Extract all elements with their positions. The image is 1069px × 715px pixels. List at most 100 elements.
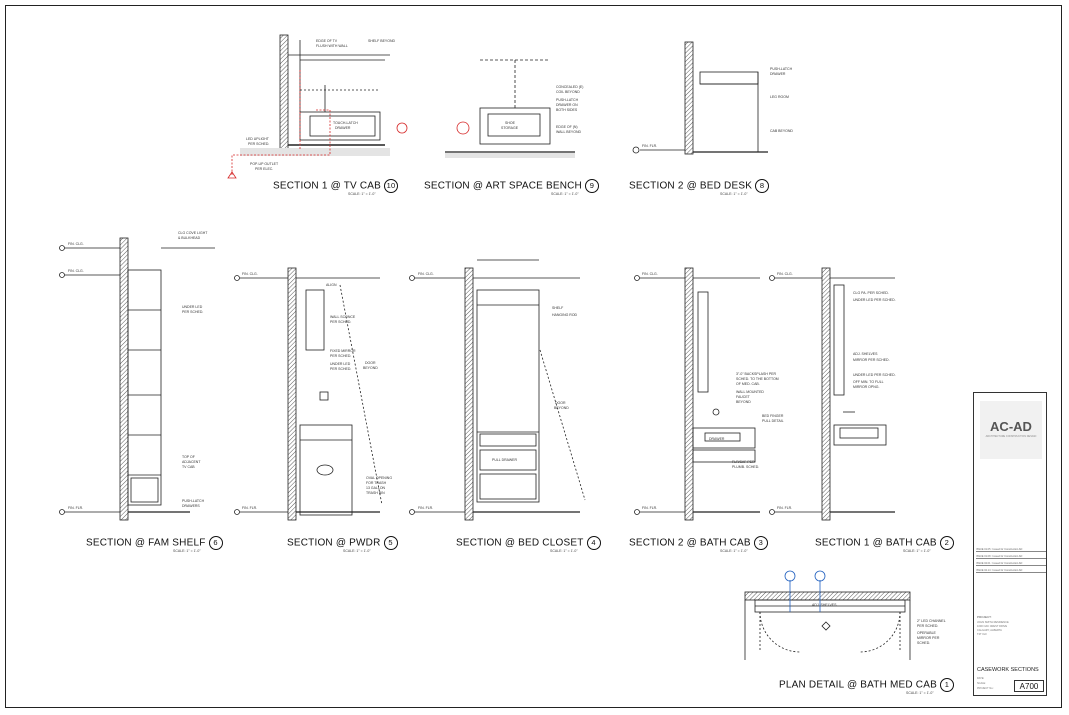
date-field: DATE:	[977, 677, 985, 680]
section-scale: SCALE: 1" = 1'-0"	[348, 192, 376, 196]
bath2-note-10: FLR/SAF PER	[732, 460, 755, 464]
bench-note-2: COIL BEYOND	[556, 90, 580, 94]
bath1-note-5: UNDER LED PER SCHED.	[853, 373, 896, 377]
bench-note-9: WALL BEYOND	[556, 130, 581, 134]
section-scale: SCALE: 1" = 1'-0"	[550, 549, 578, 553]
section-title-text: SECTION 2 @ BED DESK	[629, 180, 753, 192]
pwdr-note-5: PER SCHED.	[330, 354, 351, 358]
closet-note-5: PULL DRAWER	[492, 458, 517, 462]
desk-note-4: CAB BEYOND	[770, 129, 793, 133]
bath2-note-4: WALL MOUNTED	[736, 390, 764, 394]
fam-level-clg: FIN. CLG.	[68, 242, 84, 246]
section-number-bubble: 5	[383, 536, 398, 550]
bath2-note-7: BED FINGER	[762, 414, 784, 418]
logo-box: AC-AD ARCHITECTURE CONSTRUCTION DESIGN	[980, 401, 1042, 459]
section-title-text: SECTION @ BED CLOSET	[456, 537, 584, 549]
section-scale: SCALE: 1" = 1'-0"	[903, 549, 931, 553]
plan-note-5: MIRROR PER	[917, 636, 940, 640]
bath1-note-1: CLG PA. PER SCHED.	[853, 291, 889, 295]
section-number-bubble: 4	[586, 536, 601, 550]
sheet-name: CASEWORK SECTIONS	[977, 667, 1039, 673]
fam-level-flr: FIN. FLR.	[68, 506, 83, 510]
firm-logo: AC-AD	[990, 419, 1032, 434]
section-scale: SCALE: 1" = 1'-0"	[343, 549, 371, 553]
pwdr-note-11: FOR TRASH	[366, 481, 387, 485]
bath2-note-11: PLUMB. SCHED.	[732, 465, 759, 469]
closet-note-1: SHELF	[552, 306, 563, 310]
bed-closet-section	[409, 259, 586, 521]
closet-level-flr: FIN. FLR.	[418, 506, 433, 510]
pwdr-note-1: ALIGN	[326, 283, 337, 287]
revision-line: ISSUE 02.01 : Issued for Construction AD	[976, 562, 1046, 566]
bench-note-1: CONCEALED (E)	[556, 85, 583, 89]
project-line: JOHN SMITH RESIDENCE	[977, 621, 1009, 624]
section-number-bubble: 10	[384, 179, 399, 193]
fam-note-9: DRAWERS	[182, 504, 200, 508]
sheet-number: A700	[1014, 680, 1044, 692]
bath1-level-clg: FIN. CLG.	[777, 272, 793, 276]
revision-line: ISSUE 02.14 : Issued for Construction AD	[976, 569, 1046, 573]
plan-note-6: SCHED.	[917, 641, 930, 645]
pwdr-note-12: 13 GALLON	[366, 486, 386, 490]
section-number-bubble: 3	[753, 536, 768, 550]
bath1-note-4: MIRROR PER SCHED.	[853, 358, 890, 362]
section-title-text: SECTION 1 @ BATH CAB	[815, 537, 937, 549]
plan-note-1: ADJ. SHELVES	[812, 603, 837, 607]
section-number-bubble: 2	[939, 536, 954, 550]
tv-cab-section	[227, 34, 408, 179]
pwdr-note-4: FIXED MIRROR	[330, 349, 356, 353]
bath1-level-flr: FIN. FLR.	[777, 506, 792, 510]
section-title-text: PLAN DETAIL @ BATH MED CAB	[779, 679, 937, 691]
section-number-bubble: 8	[755, 179, 770, 193]
closet-note-4: BEYOND	[554, 406, 569, 410]
pwdr-note-6: UNDER LED	[330, 362, 351, 366]
fam-note-2: & BULKHEAD	[178, 236, 201, 240]
pwdr-note-9: BEYOND	[363, 366, 378, 370]
desk-note-3: LEG ROOM	[770, 95, 789, 99]
art-bench-section	[445, 59, 575, 158]
tv-note-1: EDGE OF TV	[316, 39, 338, 43]
tv-note-8: POP-UP OUTLET	[250, 162, 279, 166]
pwdr-note-8: DOOR	[365, 361, 376, 365]
bed-desk-section	[632, 41, 768, 155]
project-number-field: PROJECT No.:	[977, 687, 994, 690]
section-scale: SCALE: 1" = 1'-0"	[720, 192, 748, 196]
tv-note-4: TOUCH-LATCH	[333, 121, 358, 125]
fam-note-7: TV CAB	[182, 465, 195, 469]
section-scale: SCALE: 1" = 1'-0"	[906, 691, 934, 695]
bath-med-cab-plan	[744, 570, 911, 660]
project-line: 1000 OAK CREST DRIVE	[977, 625, 1008, 628]
fam-note-3: UNDER LED	[182, 305, 203, 309]
bench-note-5: BOTH SIDES	[556, 108, 578, 112]
bath2-note-5: FAUCET	[736, 395, 751, 399]
section-title-text: SECTION 1 @ TV CAB	[273, 180, 382, 192]
bath2-note-9: DRAWER	[709, 437, 725, 441]
closet-note-3: DOOR	[555, 401, 566, 405]
section-number-bubble: 1	[939, 678, 954, 692]
bath2-note-6: BEYOND	[736, 400, 751, 404]
tv-note-7: PER SCHED.	[248, 142, 269, 146]
project-label: PROJECT:	[977, 615, 992, 619]
fam-note-1: CLG COVE LIGHT	[178, 231, 208, 235]
project-line: T2T 0L0	[977, 633, 987, 636]
pwdr-note-13: TRASH BIN	[366, 491, 385, 495]
section-number-bubble: 9	[584, 179, 599, 193]
section-title-text: SECTION 2 @ BATH CAB	[629, 537, 751, 549]
fam-note-4: PER SCHED.	[182, 310, 203, 314]
fam-level-soffit: FIN. CLG.	[68, 269, 84, 273]
bath2-note-8: PULL DETAIL	[762, 419, 784, 423]
bench-note-3: PUSH-LATCH	[556, 98, 579, 102]
bath1-note-7: MIRROR OPNG.	[853, 385, 879, 389]
bath1-note-6: OFF MIN. TO FULL	[853, 380, 884, 384]
pwdr-note-2: WALL SCONCE	[330, 315, 356, 319]
